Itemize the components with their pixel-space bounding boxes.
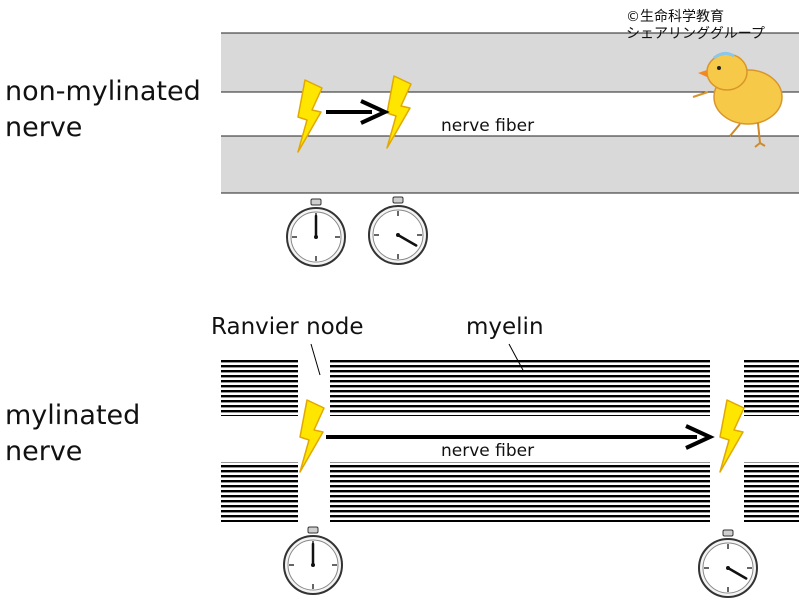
myelin-sheath (221, 462, 298, 522)
myelin-sheath (744, 358, 799, 416)
saltatory-propagation-arrow (326, 424, 715, 450)
myelinated-nerve (221, 343, 799, 522)
lower-membrane (221, 136, 799, 193)
stopwatch-pivot (311, 563, 315, 567)
nerve-fiber-label: nerve fiber (441, 116, 535, 136)
stopwatch-pivot (726, 566, 730, 570)
myelinated-title: mylinated nerve (5, 398, 140, 470)
copyright-line: シェアリンググループ (626, 26, 765, 42)
stopwatch-crown (307, 526, 319, 534)
myelin-label: myelin (466, 314, 544, 340)
nerve-fiber-label: nerve fiber (441, 441, 535, 461)
stopwatch-hand (726, 566, 748, 580)
myelin-sheath (330, 358, 710, 416)
myelin-sheath (221, 358, 298, 416)
myelin-callout-line (508, 343, 525, 373)
title-line: nerve (5, 112, 83, 143)
stopwatch-pivot (314, 235, 318, 239)
stopwatch-icon (283, 526, 343, 595)
node-callout-line (310, 343, 321, 376)
non-myelinated-nerve (221, 32, 799, 194)
title-line: non-mylinated (5, 76, 201, 107)
lightning-bolt-icon (719, 399, 745, 473)
myelin-sheath (744, 462, 799, 522)
lightning-bolt-icon (299, 399, 325, 473)
copyright-notice: ©生命科学教育 シェアリンググループ (626, 9, 765, 43)
stopwatch-crown (392, 196, 404, 204)
title-line: mylinated (5, 400, 141, 431)
stopwatch-icon (368, 196, 428, 265)
non-myelinated-title: non-mylinated nerve (5, 74, 201, 146)
title-line: nerve (5, 436, 83, 467)
upper-membrane (221, 33, 799, 92)
stopwatch-crown (722, 529, 734, 537)
stopwatch-icon (698, 529, 758, 598)
propagation-arrow (326, 99, 390, 125)
stopwatch-hand (396, 233, 418, 247)
stopwatch-crown (310, 198, 322, 206)
myelin-sheath (330, 462, 710, 522)
chick-illustration (692, 51, 783, 148)
stopwatch-pivot (396, 233, 400, 237)
membrane-edges (221, 32, 799, 194)
ranvier-node-label: Ranvier node (211, 314, 364, 340)
stopwatch-icon (286, 198, 346, 267)
copyright-line: ©生命科学教育 (626, 9, 724, 25)
